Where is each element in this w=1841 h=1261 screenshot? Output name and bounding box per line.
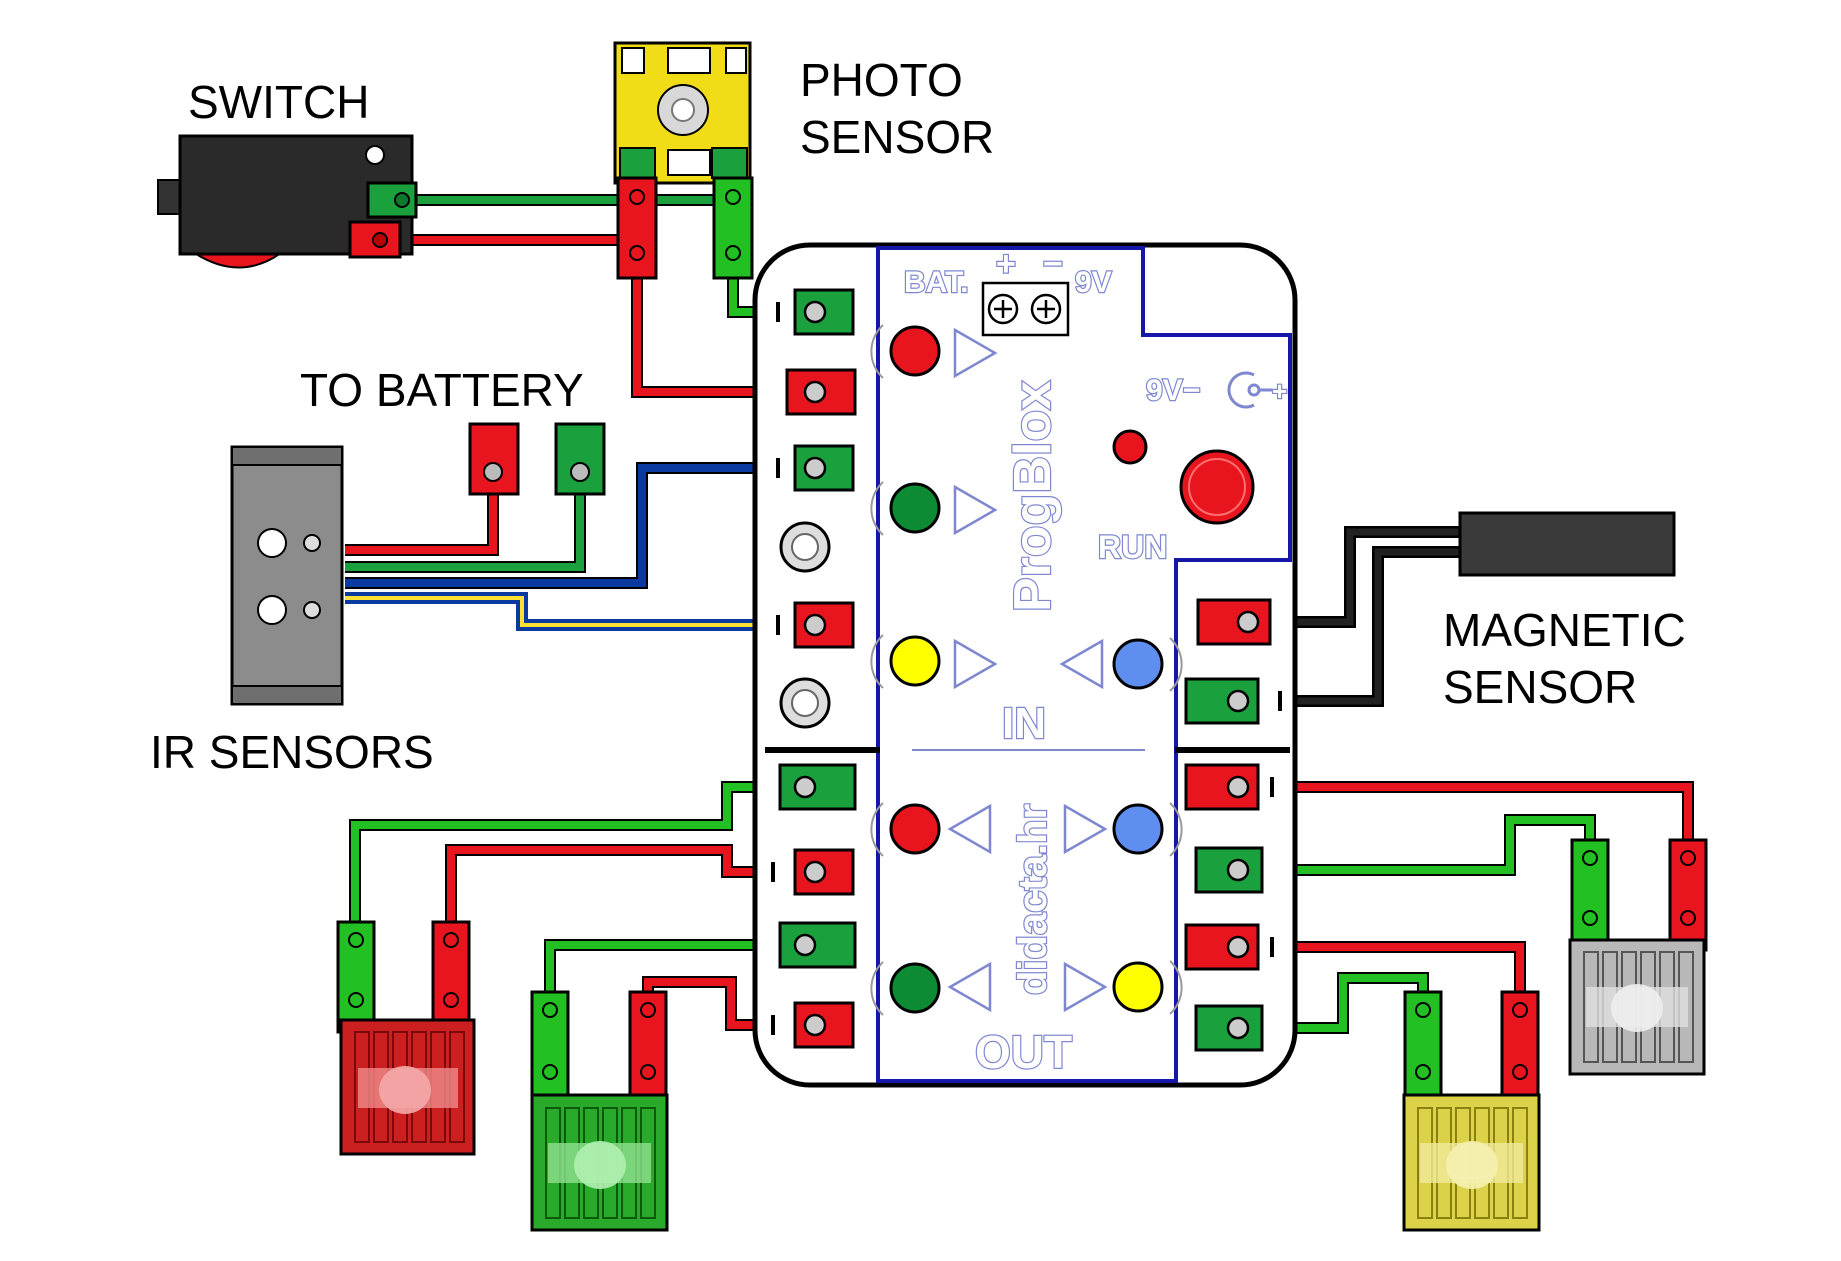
progblox-board: BAT. + − 9V 9V− + RUN ProgBlox didacta.h… (752, 242, 1298, 1088)
magnetic-sensor-component (1458, 511, 1676, 577)
out-label: OUT (975, 1026, 1072, 1078)
in-label: IN (1002, 699, 1046, 748)
photo-sensor-component (613, 41, 754, 280)
board-inner-outline (876, 246, 1292, 1083)
led-red-in1 (889, 325, 941, 377)
switch-component (157, 134, 418, 269)
board-bat-label: BAT. (904, 266, 968, 299)
left-connectors (778, 288, 857, 1049)
led-green-in2 (889, 482, 941, 534)
led-red-out1 (889, 803, 941, 855)
board-minus-label: − (1043, 245, 1063, 283)
wire-out-red-green (349, 781, 815, 930)
led-yellow-out4 (1112, 961, 1164, 1013)
battery-red-terminal (468, 422, 520, 496)
dc-jack-icon (1227, 371, 1272, 409)
led-module-red (336, 920, 476, 1156)
magnetic-sensor-label-1: MAGNETIC (1443, 604, 1686, 656)
dc-plus-label: + (1272, 376, 1287, 406)
magnetic-sensor-label-2: SENSOR (1443, 661, 1637, 713)
pin-left-out-3 (778, 921, 857, 969)
run-label: RUN (1098, 529, 1167, 565)
pin-right-in-1 (1196, 598, 1272, 646)
led-blue-in4 (1112, 638, 1164, 690)
pin-right-out-4 (1194, 1004, 1264, 1052)
pin-left-out-1 (778, 763, 857, 811)
right-connectors (1184, 598, 1272, 1052)
photo-sensor-label-2: SENSOR (800, 111, 994, 163)
battery-green-terminal (554, 422, 606, 496)
photo-sensor-label-1: PHOTO (800, 54, 963, 106)
switch-label: SWITCH (188, 76, 369, 128)
ir-sensors-component (230, 445, 344, 706)
led-blue-out3 (1112, 803, 1164, 855)
wire-ir-yellow (345, 592, 815, 631)
dc-jack-label: 9V− (1146, 374, 1200, 407)
board-outline (752, 242, 1298, 1088)
battery-terminals (468, 422, 606, 496)
wire-out-grey-red (1238, 781, 1694, 848)
board-plus-label: + (996, 245, 1016, 283)
direction-arrows (947, 327, 1108, 1013)
led-yellow-in3 (889, 635, 941, 687)
photo-green-lead (712, 176, 754, 280)
board-name: ProgBlox (1004, 381, 1062, 612)
to-battery-label: TO BATTERY (300, 364, 584, 416)
run-button[interactable] (1179, 449, 1255, 525)
run-led (1112, 429, 1148, 465)
ir-sensors-label: IR SENSORS (150, 726, 434, 778)
pin-right-out-2 (1194, 846, 1264, 894)
photo-red-lead (616, 176, 658, 280)
led-module-yellow (1402, 990, 1541, 1232)
led-green-out2 (889, 962, 941, 1014)
led-module-green (530, 990, 669, 1232)
board-volt-label: 9V (1075, 266, 1112, 299)
led-module-grey (1568, 838, 1708, 1076)
board-website: didacta.hr (1011, 804, 1055, 995)
